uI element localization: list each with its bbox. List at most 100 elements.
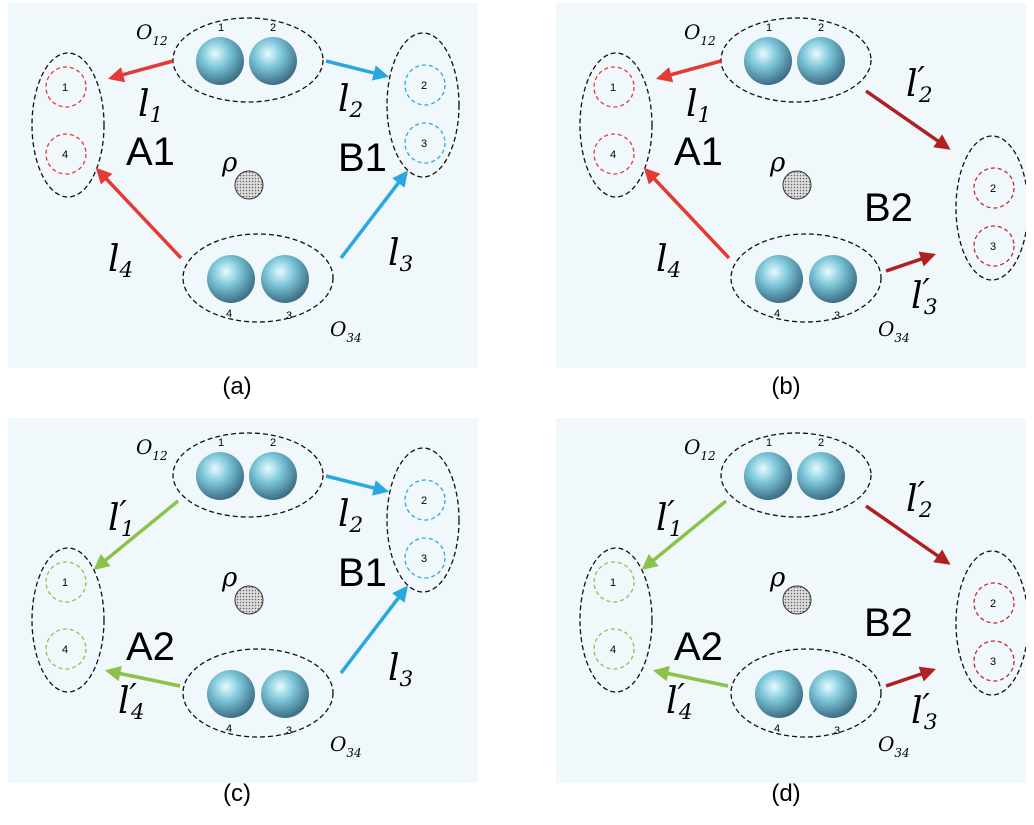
rho-state [234, 170, 264, 200]
left-arrow-bottom-label-sub: 4 [119, 258, 134, 283]
right-qubit-circle-top [973, 582, 1015, 624]
left-qubit-num-bottom: 4 [610, 644, 616, 656]
source-top-num-left: 1 [766, 437, 772, 449]
right-party-label: B2 [864, 601, 913, 645]
left-arrow-top-label-sub: 1 [150, 103, 164, 128]
right-party-ellipse [386, 32, 460, 178]
right-arrow-top-label-base: l [906, 479, 918, 520]
left-arrow-bottom-label: l′4 [118, 677, 145, 725]
source-bottom-label-sub: 34 [894, 331, 909, 345]
right-qubit-circle-bottom [973, 225, 1015, 267]
right-arrow-top [325, 474, 390, 496]
left-party-ellipse [579, 547, 653, 693]
left-qubit-circle-bottom [593, 133, 635, 175]
source-bottom-num-left: 4 [774, 723, 780, 735]
rho-label: ρ [221, 148, 238, 178]
right-arrow-top-label-base: l [338, 494, 350, 535]
right-arrow-top-label-base: l [338, 79, 350, 120]
rho-state [782, 170, 812, 200]
right-arrow-bottom [885, 251, 936, 273]
right-qubit-num-bottom: 3 [990, 656, 996, 668]
qubit-1-sphere [744, 452, 792, 500]
source-bottom-label-sub: 34 [894, 746, 909, 760]
left-arrow-bottom-label-prime: ′ [678, 677, 686, 715]
left-arrow-top-label: l1 [138, 84, 163, 128]
right-arrow-top-label: l2 [338, 494, 363, 538]
left-arrow-bottom-label: l′4 [666, 677, 693, 725]
right-qubit-num-top: 2 [421, 495, 427, 507]
right-arrow-bottom-label-prime: ′ [923, 687, 931, 725]
right-arrow-top-label-prime: ′ [918, 60, 926, 98]
right-qubit-circle-top [404, 64, 446, 106]
right-arrow-bottom [339, 585, 408, 675]
panel-caption: (c) [223, 780, 251, 807]
left-arrow-bottom-label-base: l [118, 681, 130, 722]
left-arrow-bottom-label-sub: 4 [130, 700, 145, 725]
source-top-label: O12 [684, 435, 716, 463]
qubit-4-sphere [207, 255, 255, 303]
left-party-ellipse [31, 547, 105, 693]
source-bottom-num-left: 4 [774, 308, 780, 320]
right-arrow-top-label: l′2 [906, 60, 933, 108]
right-arrow-bottom [885, 666, 936, 688]
right-qubit-circle-top [404, 479, 446, 521]
left-arrow-top [655, 59, 722, 83]
left-qubit-num-bottom: 4 [62, 149, 68, 161]
right-qubit-num-bottom: 3 [421, 138, 427, 150]
source-bottom-num-left: 4 [226, 723, 232, 735]
left-arrow-bottom-label-base: l [656, 239, 668, 280]
panel-caption: (b) [771, 373, 801, 400]
right-arrow-top-label-sub: 2 [918, 498, 933, 523]
source-top-num-right: 2 [818, 22, 824, 34]
qubit-3-sphere [809, 670, 857, 718]
source-top-num-right: 2 [270, 22, 276, 34]
right-arrow-top [865, 89, 951, 150]
source-top-ellipse [172, 17, 324, 103]
right-arrow-top-label-sub: 2 [349, 98, 364, 123]
right-arrow-bottom-label-sub: 3 [400, 667, 414, 692]
qubit-3-sphere [809, 255, 857, 303]
source-bottom-num-right: 3 [834, 725, 840, 737]
qubit-1-sphere [196, 452, 244, 500]
qubit-2-sphere [249, 37, 297, 85]
right-qubit-circle-bottom [973, 640, 1015, 682]
source-bottom-label: O34 [330, 317, 362, 345]
right-qubit-num-top: 2 [990, 183, 996, 195]
left-qubit-circle-bottom [593, 628, 635, 670]
left-arrow-top-label: l1 [686, 84, 711, 128]
left-arrow-top-label-base: l [138, 84, 150, 125]
right-party-ellipse [955, 550, 1029, 696]
right-arrow-bottom-label-base: l [388, 648, 400, 689]
right-qubit-circle-bottom [404, 537, 446, 579]
panel-caption: (a) [222, 373, 252, 400]
right-arrow-top-label: l2 [338, 79, 363, 123]
qubit-3-sphere [261, 255, 309, 303]
source-top-label: O12 [136, 20, 168, 48]
source-bottom-num-right: 3 [286, 310, 292, 322]
qubit-2-sphere [249, 452, 297, 500]
left-arrow-bottom-label-sub: 4 [678, 700, 693, 725]
left-party-label: A2 [126, 625, 175, 669]
left-qubit-num-bottom: 4 [62, 644, 68, 656]
qubit-1-sphere [196, 37, 244, 85]
source-bottom-label-base: O [330, 732, 346, 756]
right-arrow-bottom-label: l3 [388, 233, 413, 277]
left-arrow-top-label-base: l [108, 498, 120, 539]
qubit-2-sphere [797, 452, 845, 500]
qubit-2-sphere [797, 37, 845, 85]
right-arrow-top-label-base: l [906, 64, 918, 105]
source-bottom-num-right: 3 [286, 725, 292, 737]
source-top-ellipse [720, 17, 872, 103]
source-top-num-right: 2 [270, 437, 276, 449]
right-qubit-num-bottom: 3 [421, 553, 427, 565]
left-qubit-circle-top [593, 561, 635, 603]
rho-state [782, 585, 812, 615]
left-arrow-top-label: l′1 [656, 494, 683, 542]
left-arrow-bottom-label-base: l [666, 681, 678, 722]
right-arrow-top-label-sub: 2 [918, 83, 933, 108]
left-arrow-bottom [104, 665, 181, 688]
left-arrow-top-label: l′1 [108, 494, 135, 542]
